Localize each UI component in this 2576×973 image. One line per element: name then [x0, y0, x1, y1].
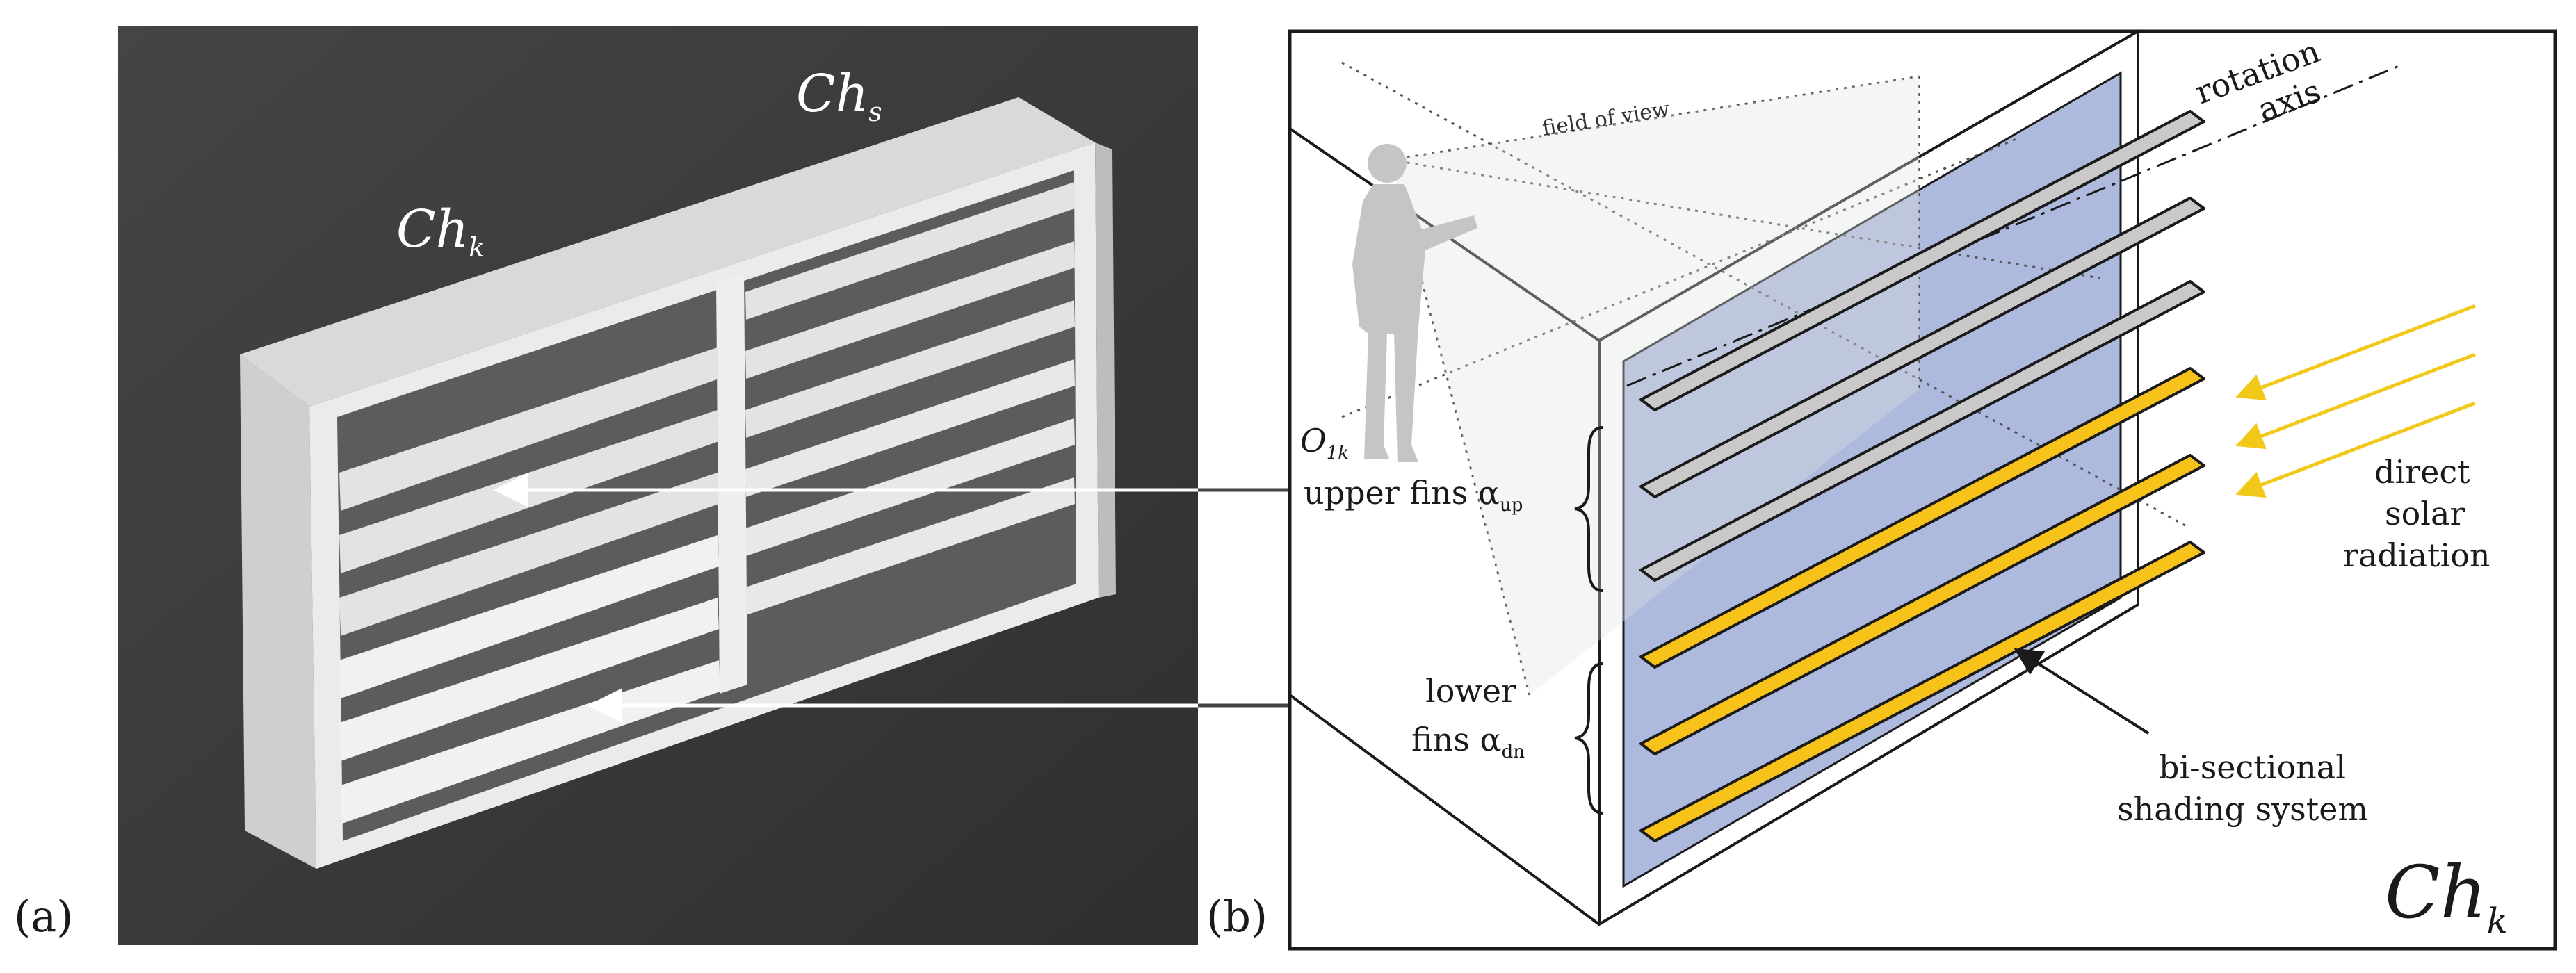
- corner-label-sub: k: [2487, 901, 2508, 941]
- fov-line-6: [1390, 158, 2100, 279]
- upper-fin-2: [1639, 197, 2205, 498]
- fov-line-1: [1390, 75, 1920, 161]
- fov-line-4: [1341, 61, 2191, 530]
- radiation-label-line3: radiation: [2343, 537, 2490, 574]
- model-label-s-sub: s: [868, 97, 882, 127]
- model-fins-right: [745, 182, 1075, 615]
- system-pointer-arrow: [2014, 648, 2150, 735]
- panel-b-label: (b): [1206, 891, 1267, 942]
- sun-ray-2: [2235, 352, 2476, 450]
- sun-ray-3: [2235, 401, 2476, 498]
- lower-fins-brace: [1574, 662, 1603, 815]
- panel-b: (b): [1206, 28, 2557, 951]
- fin-l4: [339, 535, 719, 698]
- upper-fins-label-sub: up: [1500, 495, 1523, 516]
- lower-fins-label-line2: fins αdn: [1411, 721, 1525, 762]
- fin-r2: [745, 241, 1075, 379]
- observer-silhouette: [1352, 144, 1477, 462]
- panel-a-label: (a): [14, 891, 73, 942]
- sun-rays: [2235, 304, 2476, 498]
- panel-a: (a): [14, 26, 1363, 945]
- fin-r6: [745, 477, 1075, 615]
- fins: [1639, 110, 2205, 842]
- lower-fin-3: [1639, 541, 2205, 842]
- model-fins-left: [339, 348, 720, 824]
- model-divider: [716, 272, 747, 694]
- lower-fin-1: [1639, 367, 2205, 669]
- observer-label: O1k: [1300, 422, 1349, 464]
- fin-l3: [339, 473, 719, 636]
- upper-fins-label: upper fins αup: [1304, 474, 1523, 516]
- corner-label: Chk: [2385, 850, 2508, 941]
- observer-body: [1352, 184, 1477, 462]
- lower-fins-label-line1: lower: [1425, 672, 1516, 710]
- field-of-view-plane: [1391, 76, 1919, 695]
- fin-r3: [745, 300, 1075, 438]
- fin-r5: [745, 418, 1075, 556]
- upper-fins-brace: [1574, 426, 1603, 592]
- upper-fin-1: [1639, 110, 2205, 411]
- fin-r1: [745, 182, 1075, 320]
- upper-fin-3: [1639, 280, 2205, 582]
- fin-l6: [341, 660, 720, 824]
- room-floor-edge: [1288, 694, 1601, 926]
- radiation-label-line2: solar: [2385, 495, 2465, 532]
- model-label-k-sub: k: [469, 232, 485, 263]
- model-label-k: Chk: [396, 199, 485, 263]
- fin-r4: [745, 359, 1075, 497]
- system-label-line1: bi-sectional: [2159, 749, 2346, 786]
- lower-fin-2: [1639, 454, 2205, 755]
- lower-fins-label-sub: dn: [1502, 742, 1525, 762]
- observer-label-sub: 1k: [1327, 443, 1349, 464]
- radiation-label-line1: direct: [2374, 453, 2470, 491]
- model-left-side: [240, 354, 316, 869]
- fin-l1: [339, 348, 719, 511]
- model-right-side: [1095, 142, 1116, 598]
- observer-head: [1368, 144, 1407, 183]
- physical-model: [240, 97, 1116, 869]
- rotation-axis-line: [1626, 65, 2399, 387]
- model-label-s: Chs: [796, 64, 882, 127]
- sun-ray-1: [2235, 304, 2476, 401]
- fin-l5: [339, 598, 719, 761]
- model-top-slab: [240, 97, 1095, 407]
- system-label-line2: shading system: [2117, 790, 2368, 828]
